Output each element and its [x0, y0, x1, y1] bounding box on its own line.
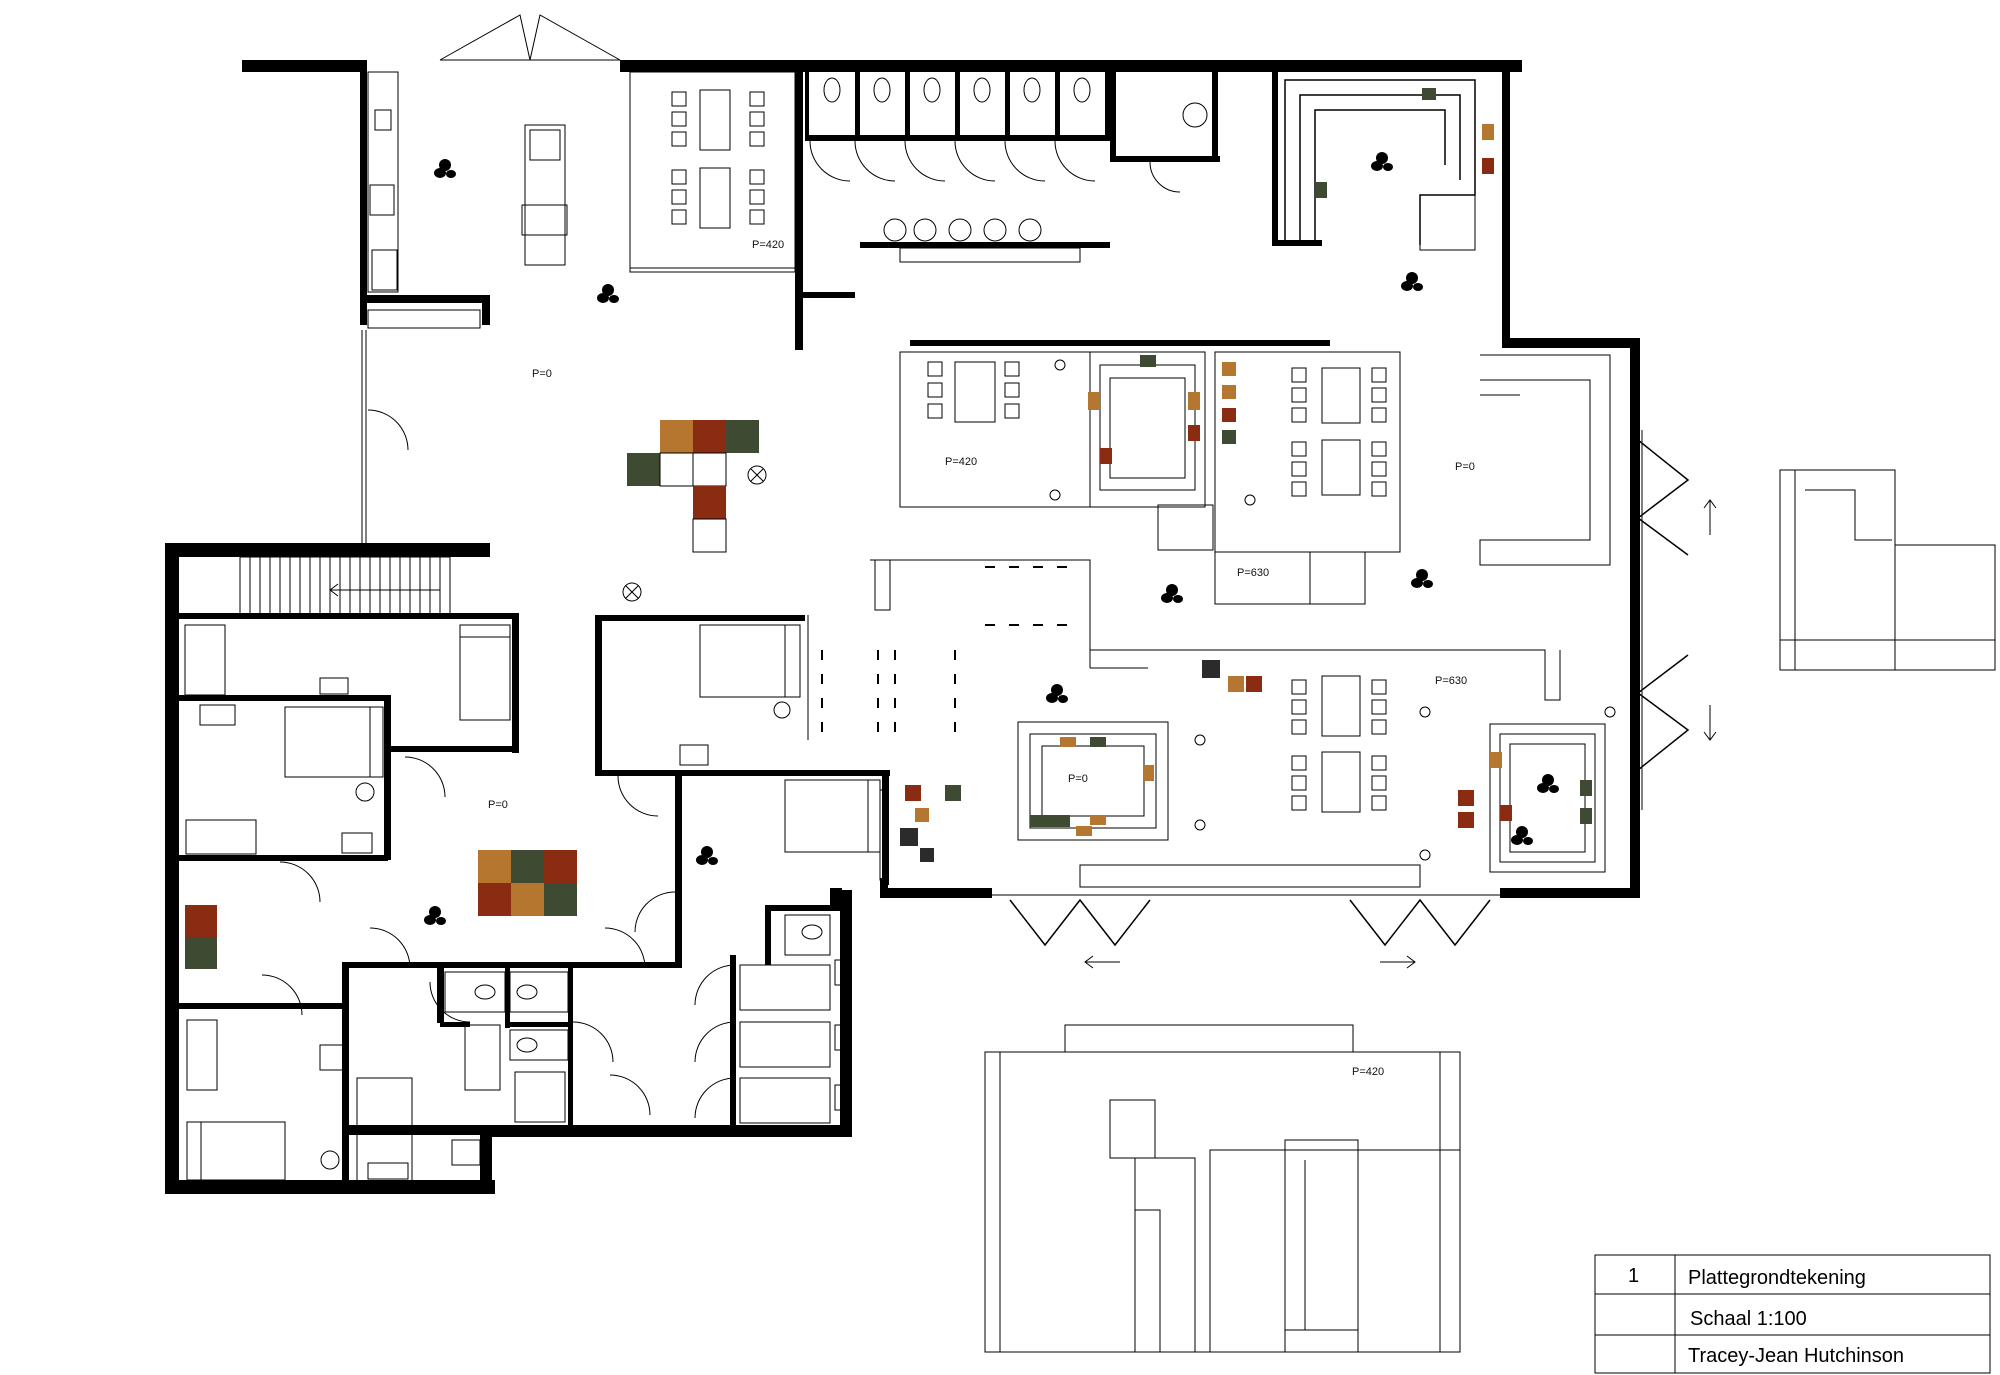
cubes-center-left [879, 785, 961, 881]
bar-top-right [1284, 79, 1509, 300]
bedrooms: P=0 [184, 624, 676, 1184]
drawing-author: Tracey-Jean Hutchinson [1688, 1345, 1904, 1367]
terrace: P=420 [984, 1024, 1461, 1353]
person-icon [696, 846, 718, 865]
person-icon [424, 906, 446, 925]
folding-doors-bottom [992, 864, 1500, 969]
toilets-lower [429, 914, 831, 1124]
person-icon [597, 284, 619, 303]
entrance-doors [167, 14, 1586, 1191]
level-label-terrace: P=420 [1352, 1066, 1384, 1078]
island-right [1458, 723, 1606, 873]
person-icon [1371, 152, 1393, 171]
level-label-bedrooms: P=0 [488, 799, 508, 811]
folding-doors-right [1635, 430, 1717, 810]
person-icon [1046, 684, 1068, 703]
level-label-lobby: P=0 [532, 368, 552, 380]
kitchen [367, 71, 568, 329]
person-icon [1511, 826, 1533, 845]
hall-right: P=0 [1455, 354, 1611, 566]
person-icon [434, 159, 456, 178]
level-label-center: P=630 [1435, 675, 1467, 687]
people [424, 152, 1559, 925]
person-icon [1411, 569, 1433, 588]
center-area: P=630 [807, 559, 1616, 861]
level-label-dining-right: P=630 [1237, 567, 1269, 579]
drawing-scale: Schaal 1:100 [1690, 1308, 1807, 1330]
title-block: 1 Plattegrondtekening Schaal 1:100 Trace… [1594, 1254, 1991, 1374]
person-icon [1537, 774, 1559, 793]
level-label-island: P=0 [1068, 773, 1088, 785]
bedroom-center [679, 624, 881, 853]
person-icon [1401, 272, 1423, 291]
dining-left: P=420 [899, 351, 1214, 551]
exterior-object-right [1779, 469, 1996, 671]
person-icon [1161, 584, 1183, 603]
lobby: P=0 [239, 368, 767, 618]
island-center: P=0 [1017, 721, 1169, 841]
drawing-title: Plattegrondtekening [1688, 1267, 1866, 1289]
toilets-top [809, 77, 1208, 263]
level-label-dining-left: P=420 [945, 456, 977, 468]
drawing-number: 1 [1628, 1265, 1639, 1287]
level-label-hall-right: P=0 [1455, 461, 1475, 473]
dining-right: P=630 [1214, 351, 1401, 605]
level-label-kitchen-dining: P=420 [752, 239, 784, 251]
exterior-walls [165, 60, 1640, 1194]
dining-room-top: P=420 [629, 71, 796, 273]
interior-walls [178, 60, 1330, 1188]
